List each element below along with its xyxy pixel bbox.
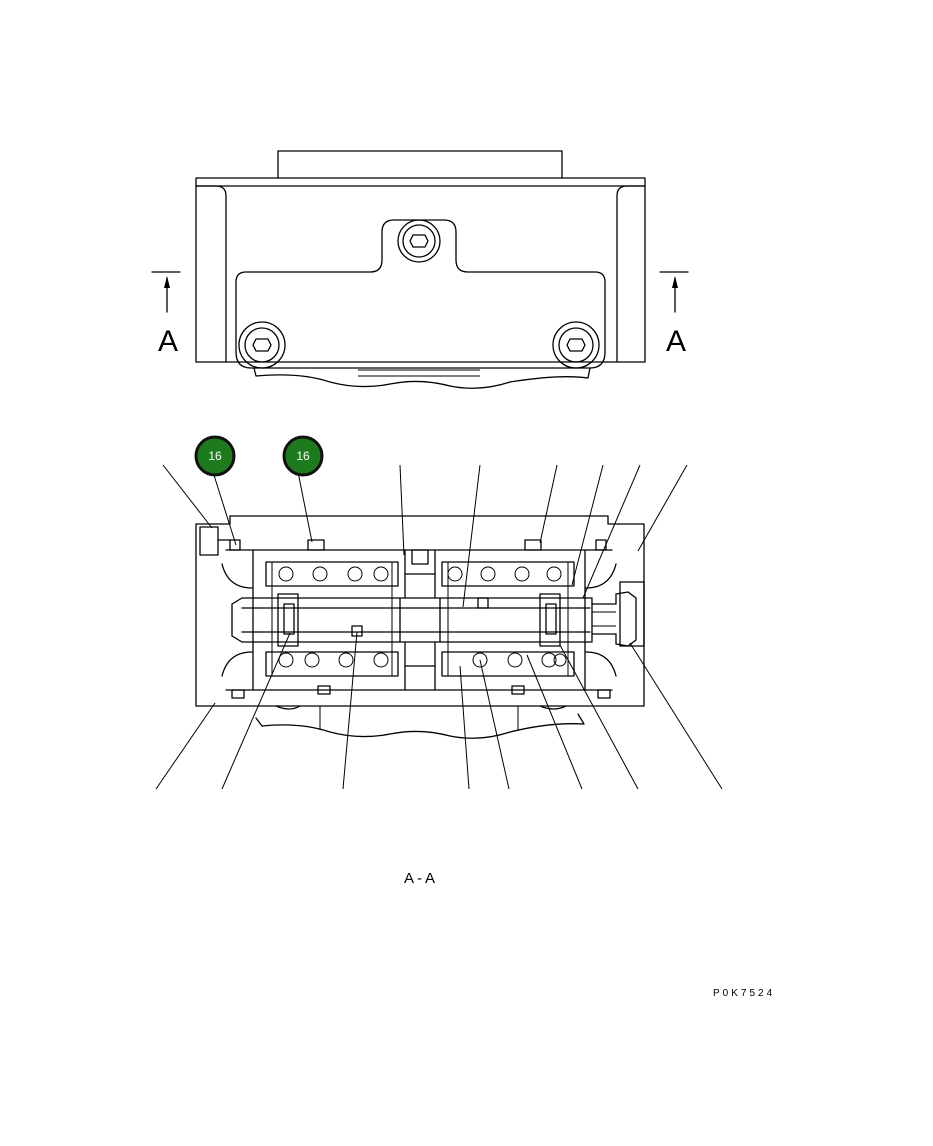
bolt-icon bbox=[238, 321, 286, 369]
callout-badge-16-right[interactable]: 16 bbox=[282, 435, 324, 477]
section-marker-left: A bbox=[151, 271, 181, 358]
section-marker-right-label: A bbox=[666, 325, 686, 358]
callout-badge-16-left[interactable]: 16 bbox=[194, 435, 236, 477]
section-marker-left-label: A bbox=[158, 325, 178, 358]
leader-lines-bottom bbox=[155, 631, 723, 790]
top-view bbox=[195, 150, 646, 389]
drawing-code: P0K7524 bbox=[713, 988, 775, 999]
bolt-icon bbox=[552, 321, 600, 369]
section-view bbox=[195, 515, 645, 739]
bolt-icon bbox=[397, 219, 441, 263]
section-marker-right: A bbox=[659, 271, 689, 358]
leader-lines-top bbox=[162, 464, 688, 608]
callout-badge-label: 16 bbox=[296, 449, 310, 463]
callout-badge-label: 16 bbox=[208, 449, 222, 463]
section-caption: A-A bbox=[404, 870, 438, 887]
